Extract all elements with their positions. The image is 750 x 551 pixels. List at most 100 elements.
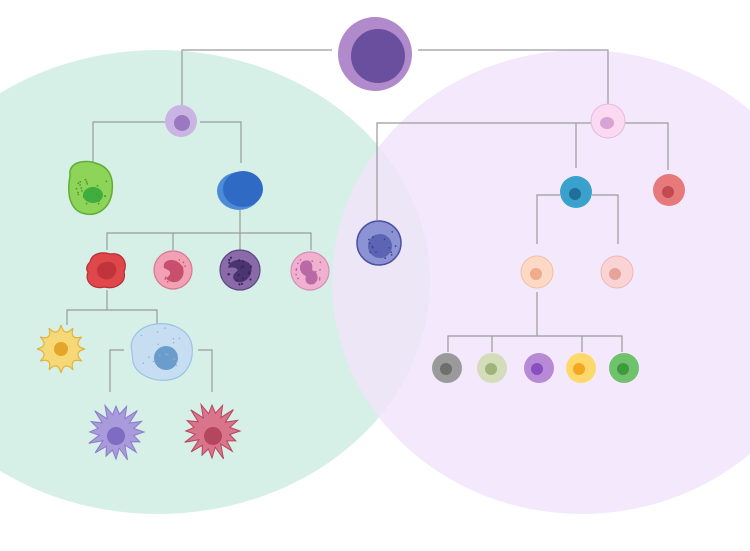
granule-dot (295, 269, 298, 271)
granule-dot (247, 271, 250, 274)
granule-dot (77, 182, 80, 185)
granule-dot (369, 251, 372, 254)
granule-dot (172, 341, 175, 344)
connector-myeloid-erythrocyte (200, 121, 242, 163)
granule-dot (79, 181, 82, 183)
myeloid-lineage-region (0, 50, 430, 514)
granule-dot (175, 260, 177, 263)
granule-dot (314, 270, 317, 273)
granule-dot (319, 261, 322, 264)
cytotoxic-t-cell-icon (600, 255, 634, 289)
plasma-cell-icon (653, 174, 685, 206)
t-cell-icon (560, 176, 592, 208)
granule-dot (318, 277, 321, 279)
granule-dot (85, 202, 88, 205)
granule-dot (311, 260, 314, 263)
granule-dot (156, 331, 159, 333)
granule-dot (142, 362, 145, 365)
connector-stem-lymphoid (418, 49, 609, 105)
granule-dot (96, 184, 99, 187)
granule-dot (171, 267, 174, 269)
granule-dot (152, 360, 155, 363)
connector-lymphoid-plasma (625, 122, 669, 170)
granule-dot (228, 261, 231, 264)
granule-dot (167, 354, 169, 356)
granule-dot (164, 276, 167, 279)
granule-dot (85, 180, 88, 183)
granule-dot (176, 264, 178, 267)
monocyte-icon (130, 323, 193, 381)
granule-dot (86, 182, 89, 185)
granule-dot (97, 202, 100, 205)
granule-dot (173, 358, 175, 360)
granule-dot (84, 178, 87, 181)
granule-dot (394, 245, 397, 248)
mast-cell-icon (86, 252, 126, 289)
granule-dot (383, 238, 386, 241)
granule-dot (240, 282, 243, 285)
granule-dot (164, 278, 167, 280)
granule-dot (172, 337, 175, 340)
macrophage-m2-icon (184, 402, 242, 460)
nk-cell-icon (356, 220, 402, 266)
granule-dot (237, 273, 240, 276)
granule-dot (90, 190, 93, 193)
granule-dot (97, 195, 100, 198)
granule-dot (178, 259, 181, 261)
dendritic-cell-icon (36, 324, 86, 374)
erythrocyte-icon (217, 171, 263, 210)
t-subset-sage-icon (477, 353, 507, 383)
granule-dot (182, 261, 185, 264)
granule-dot (173, 277, 175, 280)
granule-dot (80, 190, 83, 192)
connector-tcell-helper (536, 194, 560, 244)
granule-dot (157, 343, 159, 346)
granule-dot (168, 275, 171, 277)
granule-dot (235, 279, 238, 282)
stem-cell-icon (338, 17, 412, 91)
granule-dot (368, 242, 371, 245)
granule-dot (229, 256, 233, 259)
granule-dot (241, 260, 245, 263)
granule-dot (167, 280, 169, 283)
granule-dot (148, 356, 150, 359)
helper-t-cell-icon (520, 255, 554, 289)
connector-lymphoid-nk (376, 122, 592, 220)
granule-dot (95, 193, 98, 195)
granule-dot (180, 265, 183, 268)
granule-dot (371, 245, 374, 248)
granule-dot (318, 278, 321, 281)
granule-dot (297, 277, 299, 280)
connector-monocyte-bar (66, 309, 158, 325)
granule-dot (77, 193, 80, 196)
granule-dot (390, 251, 393, 254)
granule-dot (164, 327, 166, 329)
granule-dot (75, 187, 78, 190)
t-subset-gray-icon (432, 353, 462, 383)
eosinophil-icon (290, 251, 330, 291)
granule-dot (384, 257, 387, 260)
granule-dot (319, 269, 321, 271)
granule-dot (242, 277, 245, 280)
granule-dot (368, 238, 370, 241)
granule-dot (295, 273, 298, 276)
granule-dot (249, 278, 252, 281)
granule-dot (375, 251, 377, 254)
granule-dot (242, 265, 245, 268)
macrophage-m1-icon (88, 403, 146, 461)
granule-dot (309, 264, 312, 267)
t-subset-green-icon (609, 353, 639, 383)
connector-stem-myeloid (181, 49, 332, 105)
granule-dot (105, 180, 108, 183)
neutrophil-icon (153, 250, 193, 290)
granule-dot (227, 273, 231, 276)
megakaryocyte-icon (68, 160, 114, 216)
granule-dot (300, 267, 303, 269)
granule-dot (371, 236, 374, 238)
granule-dot (391, 231, 394, 233)
granule-dot (388, 247, 391, 249)
granule-dot (390, 254, 393, 256)
t-subset-yellow-icon (566, 353, 596, 383)
